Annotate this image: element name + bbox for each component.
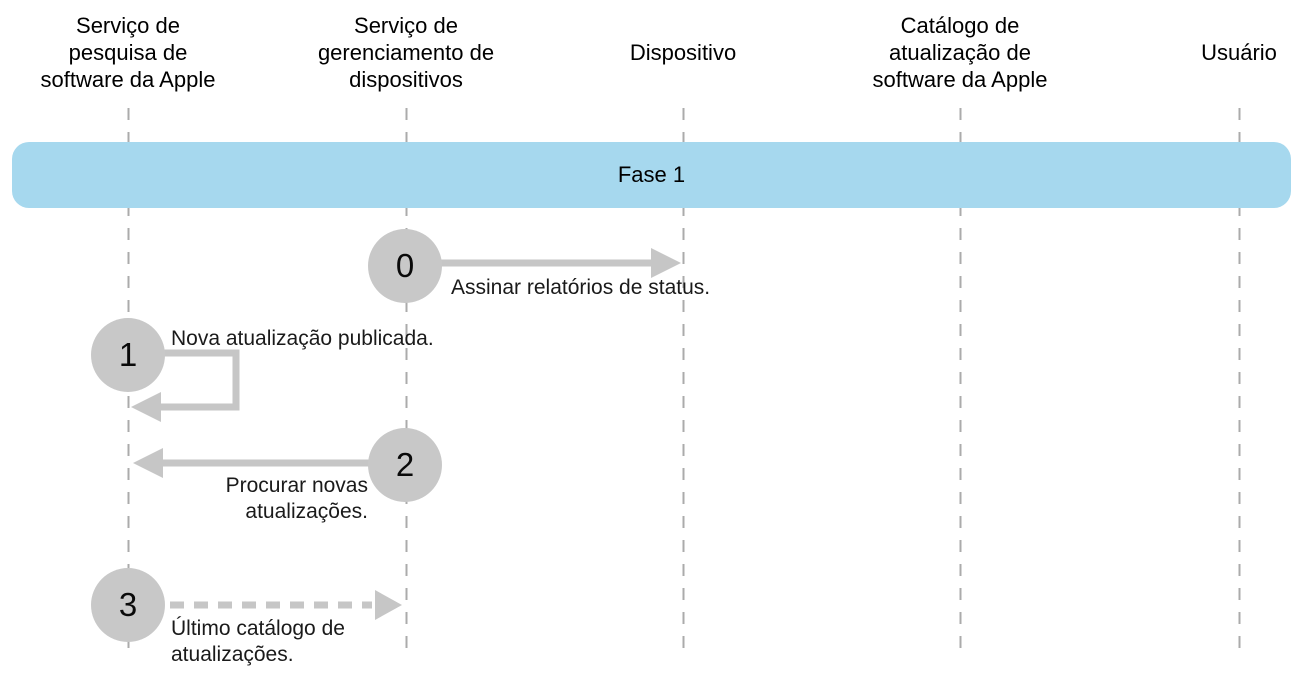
arrow-step-3-dashed bbox=[170, 590, 402, 620]
step-number: 1 bbox=[118, 336, 138, 373]
actor-label-mdm-service: Serviço de gerenciamento de dispositivos bbox=[317, 12, 495, 92]
step-label-3: Último catálogo de atualizações. bbox=[171, 617, 345, 666]
step-label-0: Assinar relatórios de status. bbox=[451, 276, 711, 299]
step-circle-1: 1 bbox=[91, 318, 165, 392]
actor-label-user: Usuário bbox=[1201, 39, 1277, 65]
arrow-step-0 bbox=[440, 248, 681, 278]
step-number: 0 bbox=[395, 247, 415, 284]
phase-banner-label: Fase 1 bbox=[617, 162, 686, 187]
arrowhead-left-icon bbox=[133, 448, 163, 478]
step-circle-0: 0 bbox=[368, 229, 442, 303]
step-label-2: Procurar novas atualizações. bbox=[225, 474, 368, 523]
arrowhead-left-icon bbox=[131, 392, 161, 422]
arrowhead-right-icon bbox=[651, 248, 681, 278]
step-number: 2 bbox=[395, 446, 415, 483]
step-circle-3: 3 bbox=[91, 568, 165, 642]
arrowhead-right-icon bbox=[375, 590, 402, 620]
step-label-1: Nova atualização publicada. bbox=[171, 327, 434, 350]
actor-label-software-update-catalog: Catálogo de atualização de software da A… bbox=[872, 12, 1048, 92]
step-number: 3 bbox=[118, 586, 138, 623]
phase-banner: Fase 1 bbox=[12, 142, 1291, 208]
step-circle-2: 2 bbox=[368, 428, 442, 502]
arrow-step-2 bbox=[133, 448, 370, 478]
arrow-step-1-self-loop bbox=[131, 349, 240, 422]
actor-label-apple-lookup-service: Serviço de pesquisa de software da Apple bbox=[40, 12, 216, 92]
actor-label-device: Dispositivo bbox=[629, 39, 737, 65]
